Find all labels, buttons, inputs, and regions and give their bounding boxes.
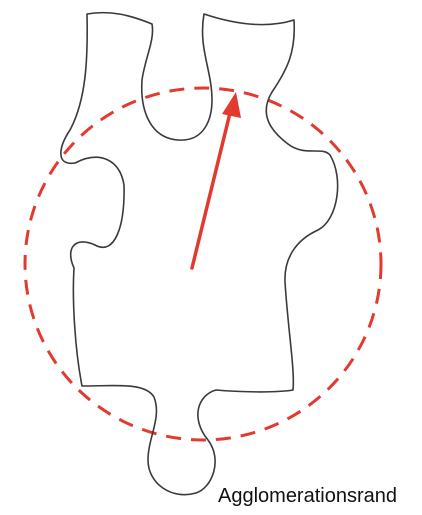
puzzle-piece-outline (61, 13, 338, 495)
agglomeration-boundary-circle (25, 88, 381, 440)
arrow-head (222, 92, 241, 118)
agglomeration-boundary-label: Agglomerationsrand (218, 484, 397, 508)
